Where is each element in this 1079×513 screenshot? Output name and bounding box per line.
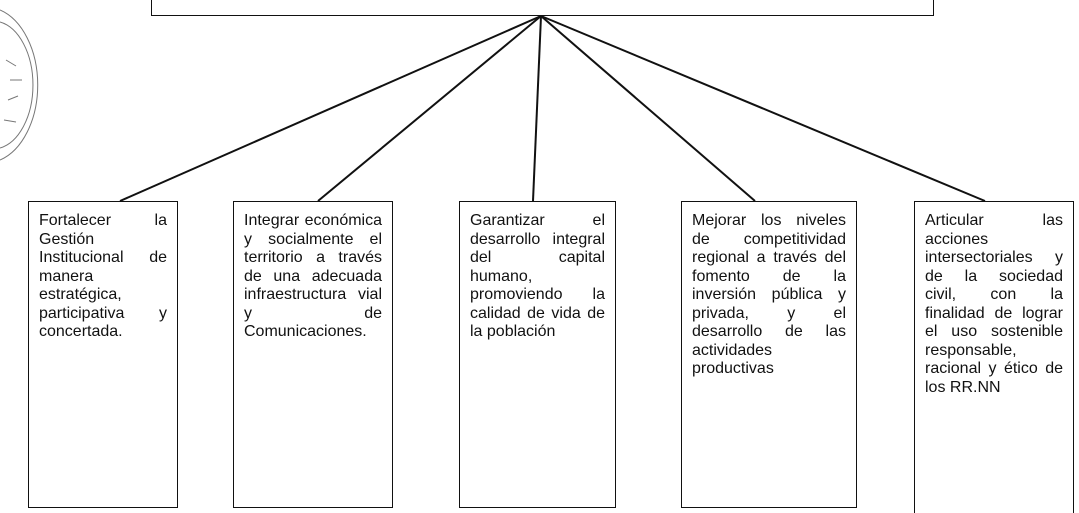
objective-box-2: Integrar económica y socialmente el terr… — [233, 201, 393, 508]
objective-text-1: Fortalecer la Gestión Institucional de m… — [39, 212, 167, 340]
objective-box-5: Articular las acciones intersectoriales … — [914, 201, 1074, 513]
root-objective-box — [151, 0, 934, 16]
objective-text-2: Integrar económica y socialmente el terr… — [244, 212, 382, 340]
connector-line-3 — [532, 15, 542, 202]
objective-text-5: Articular las acciones intersectoriales … — [925, 212, 1063, 396]
connector-line-5 — [540, 15, 986, 202]
objective-box-4: Mejorar los niveles de competitividad re… — [681, 201, 857, 508]
objective-box-3: Garantizar el desarrollo integral del ca… — [459, 201, 616, 508]
connector-line-2 — [317, 15, 542, 202]
connector-line-1 — [119, 15, 542, 202]
objective-text-4: Mejorar los niveles de competitividad re… — [692, 212, 846, 377]
objective-box-1: Fortalecer la Gestión Institucional de m… — [28, 201, 178, 508]
objective-text-3: Garantizar el desarrollo integral del ca… — [470, 212, 605, 340]
connector-line-4 — [540, 15, 756, 202]
seal-stamp — [0, 9, 39, 161]
